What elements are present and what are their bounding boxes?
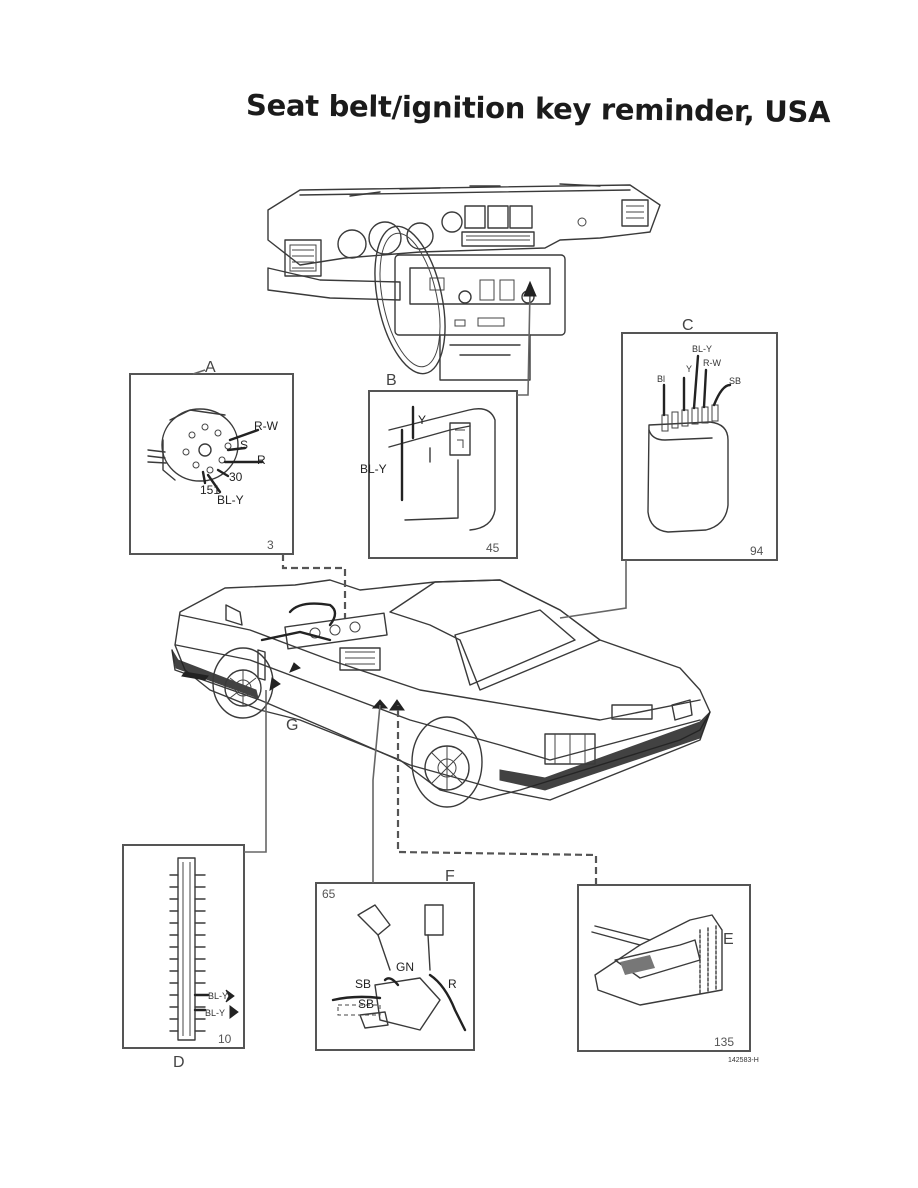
- page-ref-A: 3: [267, 538, 274, 552]
- wire-label: Y: [418, 413, 426, 427]
- label-B: B: [386, 372, 397, 389]
- wire-label: BL-Y: [208, 991, 228, 1001]
- page-ref-F: 65: [322, 887, 336, 901]
- wire-label: R-W: [254, 419, 279, 433]
- label-F: F: [445, 868, 455, 885]
- wire-label: R: [257, 453, 266, 467]
- wire-label: 30: [229, 470, 243, 484]
- label-E: E: [723, 931, 734, 948]
- wire-label: Y: [686, 364, 692, 374]
- page-ref-D: 10: [218, 1032, 232, 1046]
- car-drawing: [171, 579, 711, 808]
- figure-code: 142583-H: [728, 1057, 759, 1064]
- wire-label: BL-Y: [205, 1008, 225, 1018]
- leader-lines: [244, 280, 627, 885]
- page-ref-E: 135: [714, 1035, 734, 1049]
- label-D: D: [173, 1054, 185, 1071]
- panel-C-relay: [621, 332, 778, 561]
- page-ref-B: 45: [486, 541, 500, 555]
- wire-label: SB: [358, 997, 374, 1011]
- dashboard-drawing: [267, 183, 661, 381]
- label-G: G: [286, 717, 298, 734]
- connector-pins: [169, 874, 206, 1032]
- panel-E-seat-switch: [577, 884, 751, 1052]
- wire-label: 151: [200, 483, 220, 497]
- wire-label: SB: [355, 977, 371, 991]
- wire-label: Bl: [657, 374, 665, 384]
- wire-label: GN: [396, 960, 414, 974]
- wire-label: BL-Y: [692, 344, 712, 354]
- label-C: C: [682, 317, 694, 334]
- panel-B-warning-lamp: [368, 390, 518, 559]
- wire-label: BL-Y: [360, 462, 387, 476]
- panel-A-ignition-switch: [129, 369, 294, 555]
- wire-label: SB: [729, 376, 741, 386]
- panel-D-connector: [122, 844, 245, 1049]
- panel-F-seat-belt-buckles: [315, 882, 475, 1051]
- wire-label: R-W: [703, 358, 721, 368]
- label-A: A: [205, 359, 216, 376]
- page-ref-C: 94: [750, 544, 764, 558]
- wire-label: R: [448, 977, 457, 991]
- wire-label: BL-Y: [217, 493, 244, 507]
- wire-label: S: [240, 438, 248, 452]
